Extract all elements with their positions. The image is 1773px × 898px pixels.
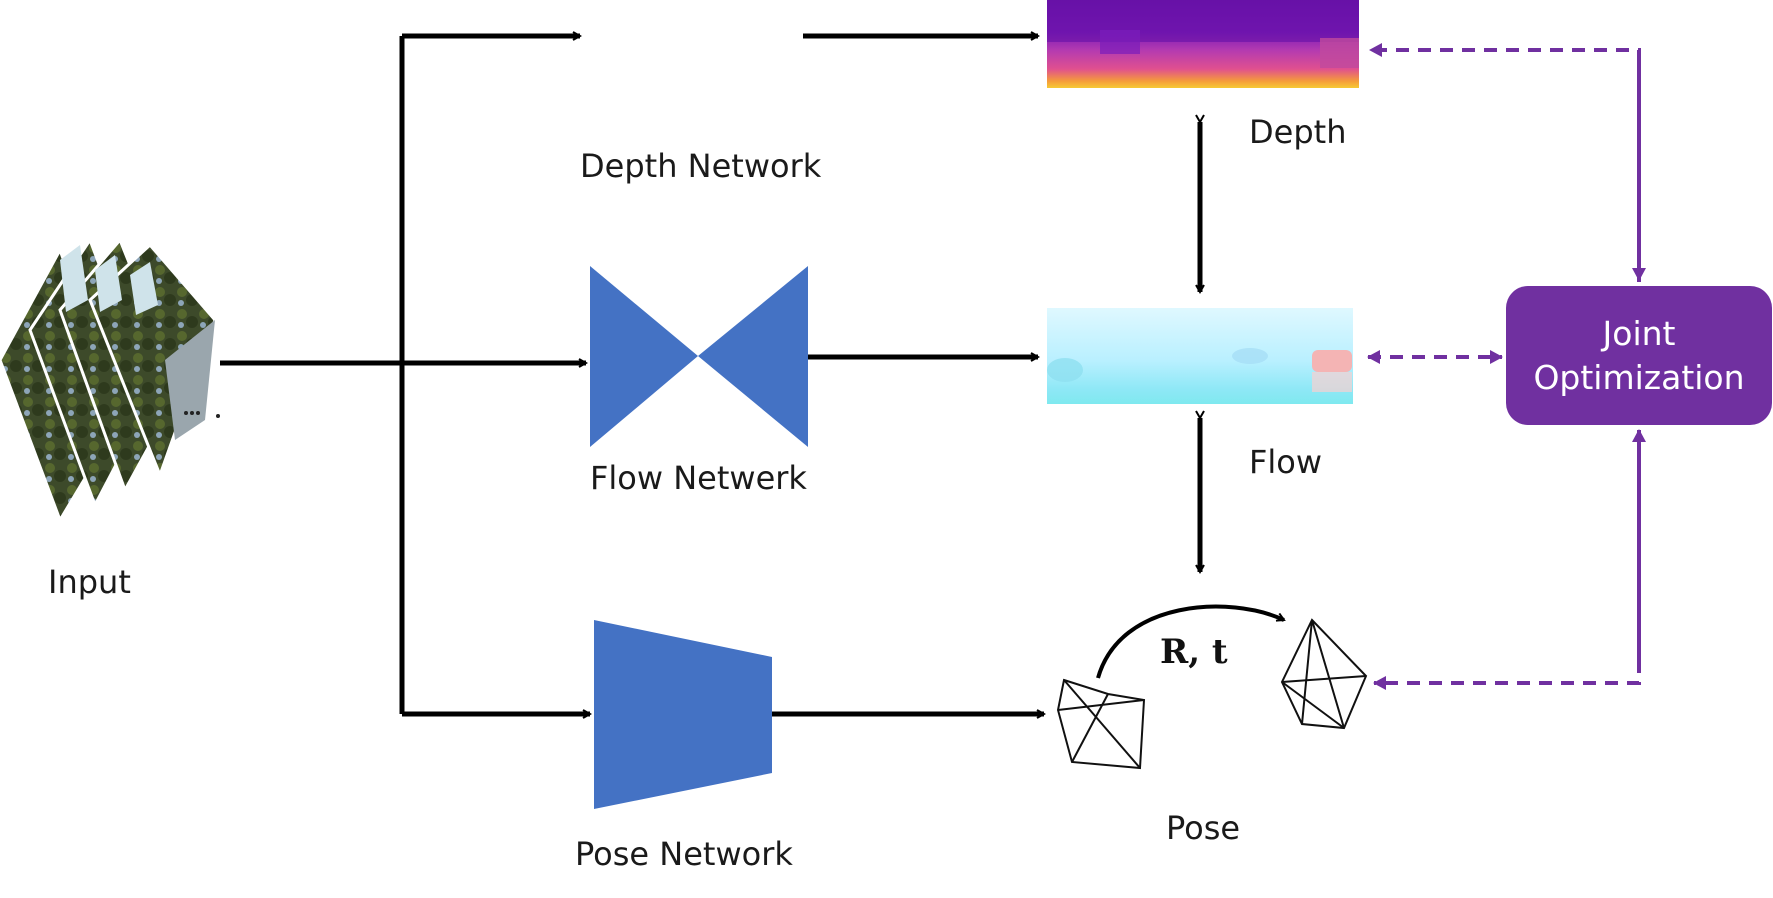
pose-network-label: Pose Network bbox=[575, 835, 793, 873]
flow-network-shape bbox=[590, 266, 698, 447]
depth-map-image bbox=[1047, 0, 1359, 92]
camera-pose-right-icon bbox=[1280, 618, 1368, 730]
joint-optimization-line1: Joint bbox=[1602, 313, 1676, 353]
dashed-connections bbox=[1367, 43, 1646, 690]
pose-curve-arrow bbox=[1096, 604, 1284, 679]
joint-optimization-line2: Optimization bbox=[1533, 357, 1745, 397]
joint-optimization-box: Joint Optimization bbox=[1506, 286, 1772, 425]
flow-network-label: Flow Netwerk bbox=[590, 459, 807, 497]
input-label: Input bbox=[48, 563, 131, 601]
pose-network-shape bbox=[594, 620, 772, 809]
input-frames-image bbox=[0, 236, 220, 524]
pose-transform-label: R, t bbox=[1160, 632, 1228, 672]
flow-network-shape-right bbox=[698, 266, 808, 447]
flow-label: Flow bbox=[1249, 443, 1323, 481]
dashed-arrow-to-depth bbox=[1369, 43, 1641, 282]
dashed-arrow-to-pose bbox=[1373, 440, 1641, 690]
depth-network-label: Depth Network bbox=[580, 147, 822, 185]
camera-pose-left-icon bbox=[1056, 678, 1146, 770]
main-arrows bbox=[220, 36, 1200, 714]
pose-label: Pose bbox=[1166, 809, 1241, 847]
flow-map-image bbox=[1047, 308, 1353, 404]
depth-label: Depth bbox=[1249, 113, 1347, 151]
